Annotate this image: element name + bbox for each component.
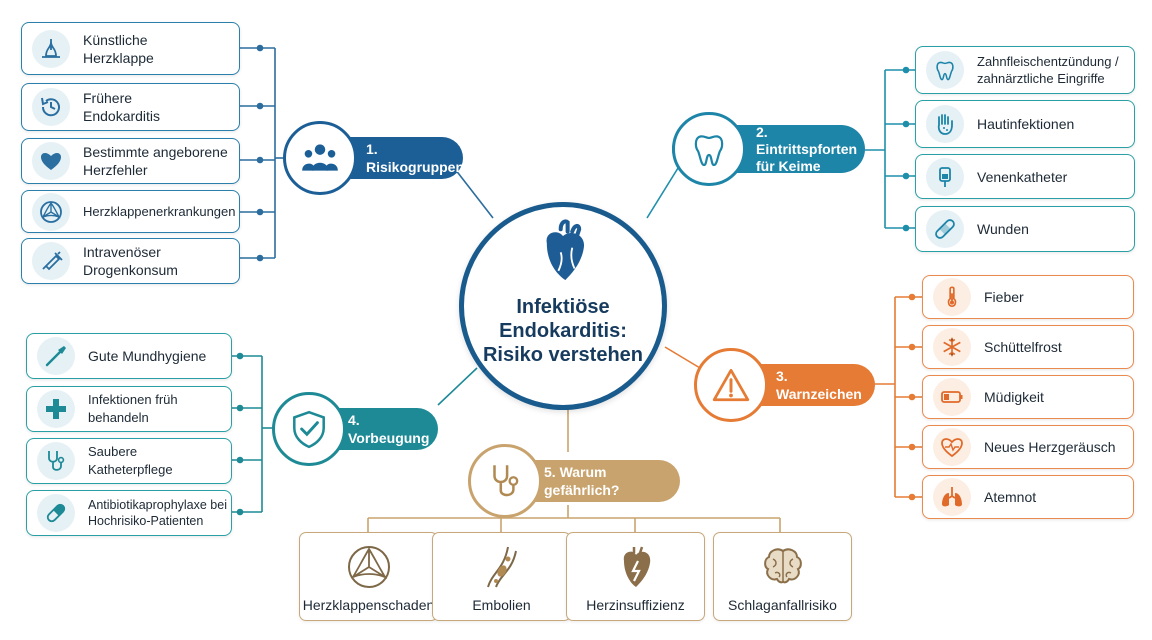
brain-icon xyxy=(763,548,802,584)
hand-icon xyxy=(926,105,964,143)
people-icon xyxy=(302,144,338,171)
prevention-item-antibiotic-prophylaxis: Antibiotikaprophylaxe bei Hochrisiko-Pat… xyxy=(26,490,232,536)
shield-check-icon xyxy=(293,410,325,449)
warning-signs-title: 3. Warnzeichen xyxy=(776,368,862,402)
warning-item-fever: Fieber xyxy=(922,275,1134,319)
thermometer-icon xyxy=(933,278,971,316)
warning-item-label: Neues Herzgeräusch xyxy=(984,439,1116,455)
danger-item-label: Embolien xyxy=(472,597,531,613)
battery-low-icon xyxy=(933,378,971,416)
center-topic: Infektiöse Endokarditis: Risiko verstehe… xyxy=(459,202,667,410)
entry-item-venous-catheter: Venenkatheter xyxy=(915,154,1135,199)
entry-item-label: Venenkatheter xyxy=(977,168,1068,185)
pill-icon xyxy=(37,494,75,532)
heart-shield-icon xyxy=(32,142,70,180)
warning-item-heart-murmur: Neues Herzgeräusch xyxy=(922,425,1134,469)
prevention-item-catheter-care: Saubere Katheterpflege xyxy=(26,438,232,484)
tooth-icon xyxy=(694,135,724,167)
stethoscope-icon xyxy=(493,465,519,497)
risk-item-label: Herzklappenerkrankungen xyxy=(83,203,236,219)
embolism-icon xyxy=(486,546,517,588)
entry-points-title-line2: für Keime xyxy=(756,157,821,174)
bandage-icon xyxy=(926,210,964,248)
danger-item-valve-damage: Herzklappenschaden xyxy=(299,532,438,621)
warning-item-label: Fieber xyxy=(984,289,1024,305)
valve-icon xyxy=(32,192,70,231)
warning-icon xyxy=(712,368,750,402)
warning-item-chills: Schüttelfrost xyxy=(922,325,1134,369)
prevention-item-label: Saubere Katheterpflege xyxy=(88,444,173,477)
risk-groups-hub: 1. Risikogruppen xyxy=(283,121,465,195)
risk-item-label: Künstliche Herzklappe xyxy=(83,31,154,66)
stethoscope-icon xyxy=(37,442,75,480)
risk-item-valve-diseases: Herzklappenerkrankungen xyxy=(21,190,240,233)
risk-item-artificial-valve: Künstliche Herzklappe xyxy=(21,22,240,75)
center-title-line1: Infektiöse xyxy=(516,296,610,318)
danger-item-label: Herzklappenschaden xyxy=(302,597,435,613)
prevention-item-label: Gute Mundhygiene xyxy=(88,348,207,364)
warning-signs-hub: 3. Warnzeichen xyxy=(694,348,875,422)
risk-item-iv-drug-use: Intravenöser Drogenkonsum xyxy=(21,238,240,284)
warning-item-dyspnea: Atemnot xyxy=(922,475,1134,519)
snowflake-icon xyxy=(933,328,971,366)
warning-item-label: Müdigkeit xyxy=(984,389,1044,405)
history-icon xyxy=(32,88,70,126)
prevention-title: 4. Vorbeugung xyxy=(348,412,430,446)
risk-groups-title: 1. Risikogruppen xyxy=(366,141,465,175)
danger-item-label: Herzinsuffizienz xyxy=(586,597,685,613)
center-title-line2: Endokarditis: xyxy=(499,320,627,342)
iv-bag-icon xyxy=(926,157,964,196)
medical-cross-icon xyxy=(37,390,75,428)
entry-points-title-line1: 2. Eintrittspforten xyxy=(756,123,858,157)
tooth-icon xyxy=(926,51,964,89)
prevention-item-label: Antibiotikaprophylaxe bei Hochrisiko-Pat… xyxy=(88,498,227,528)
heart-valve-icon xyxy=(32,29,70,68)
risk-item-label: Intravenöser Drogenkonsum xyxy=(83,244,178,278)
risk-item-congenital-defects: Bestimmte angeborene Herzfehler xyxy=(21,138,240,184)
risk-item-previous-endocarditis: Frühere Endokarditis xyxy=(21,83,240,131)
entry-item-label: Hautinfektionen xyxy=(977,116,1075,132)
danger-item-heart-failure: Herzinsuffizienz xyxy=(566,532,705,621)
danger-item-stroke-risk: Schlaganfallrisiko xyxy=(713,532,852,621)
entry-points-hub: 2. Eintrittspforten für Keime xyxy=(672,112,865,186)
warning-item-label: Atemnot xyxy=(984,489,1037,505)
syringe-icon xyxy=(32,242,70,280)
entry-item-gingivitis: Zahnfleischentzündung / zahnärztliche Ei… xyxy=(915,46,1135,94)
warning-item-fatigue: Müdigkeit xyxy=(922,375,1134,419)
risk-item-label: Bestimmte angeborene Herzfehler xyxy=(83,144,228,178)
entry-item-skin-infections: Hautinfektionen xyxy=(915,100,1135,148)
danger-hub: 5. Warum gefährlich? xyxy=(468,444,680,518)
heart-failure-icon xyxy=(623,546,650,587)
danger-item-embolism: Embolien xyxy=(432,532,571,621)
prevention-item-label: Infektionen früh behandeln xyxy=(88,392,178,425)
risk-item-label: Frühere Endokarditis xyxy=(83,90,161,124)
lungs-icon xyxy=(933,478,971,516)
entry-item-wounds: Wunden xyxy=(915,206,1135,252)
toothbrush-icon xyxy=(37,337,75,375)
warning-item-label: Schüttelfrost xyxy=(984,339,1062,355)
valve-damage-icon xyxy=(347,546,390,588)
prevention-item-treat-early: Infektionen früh behandeln xyxy=(26,386,232,432)
heart-sound-icon xyxy=(933,428,971,466)
danger-item-label: Schlaganfallrisiko xyxy=(728,597,837,613)
prevention-hub: 4. Vorbeugung xyxy=(272,392,438,466)
heart-icon xyxy=(546,219,585,281)
danger-title: 5. Warum gefährlich? xyxy=(544,464,620,498)
prevention-item-oral-hygiene: Gute Mundhygiene xyxy=(26,333,232,379)
entry-item-label: Zahnfleischentzündung / zahnärztliche Ei… xyxy=(977,54,1119,86)
center-title-line3: Risiko verstehen xyxy=(482,344,644,366)
entry-item-label: Wunden xyxy=(977,221,1029,237)
